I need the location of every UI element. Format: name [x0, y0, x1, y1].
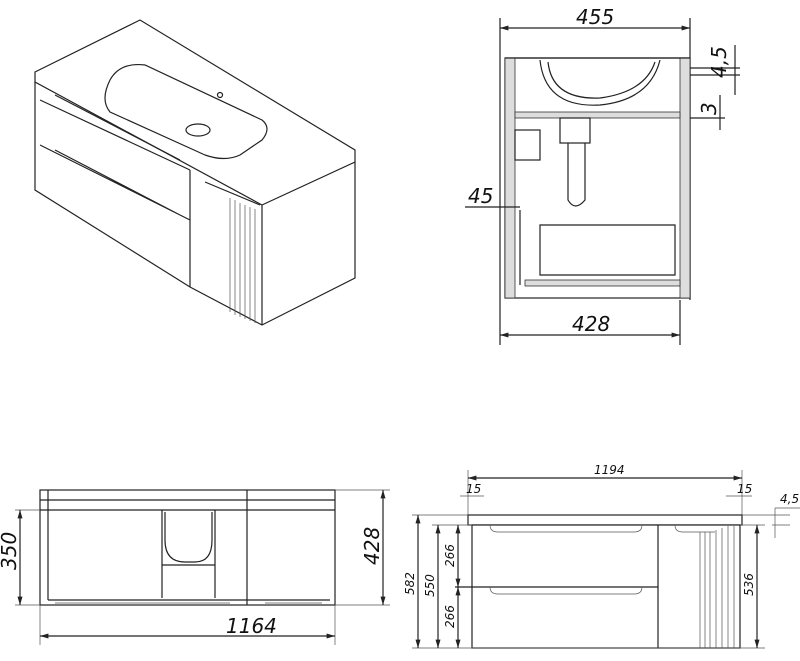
dim-inner-height: 350 — [0, 532, 21, 570]
siphon — [559, 117, 591, 144]
fluted-door-panel — [229, 198, 256, 323]
basin — [104, 63, 268, 160]
countertop-front — [467, 514, 743, 526]
fluted-door — [699, 526, 735, 648]
dim-drawer-top: 266 — [443, 544, 457, 567]
side-section-view: 455 45 428 4,5 3 — [465, 5, 740, 345]
basin-section — [547, 61, 656, 99]
dim-total-height: 582 — [403, 572, 417, 595]
drain — [185, 123, 211, 137]
dim-door-height: 536 — [742, 573, 756, 596]
dim-overhang-right: 15 — [737, 482, 752, 496]
dim-gap: 3 — [697, 102, 721, 115]
front-view: 1194 15 15 582 550 266 266 536 4,5 — [403, 463, 800, 649]
dim-width: 1164 — [226, 614, 277, 638]
dim-back-offset: 45 — [468, 184, 493, 208]
countertop — [34, 19, 356, 206]
dim-depth-bottom: 428 — [572, 312, 610, 336]
dim-overhang-left: 15 — [466, 482, 481, 496]
dim-body-height: 550 — [423, 574, 437, 597]
basin-outline — [164, 512, 213, 563]
dim-slab: 4,5 — [780, 492, 799, 506]
top-section-view: 350 428 1164 — [0, 489, 390, 645]
dim-height: 428 — [360, 527, 384, 565]
dim-basin-lip: 4,5 — [707, 46, 731, 78]
dim-depth-top: 455 — [576, 5, 614, 29]
isometric-view — [34, 19, 356, 326]
dim-top-width: 1194 — [594, 463, 625, 477]
dim-drawer-bottom: 266 — [443, 605, 457, 628]
tap-hole — [216, 91, 224, 99]
